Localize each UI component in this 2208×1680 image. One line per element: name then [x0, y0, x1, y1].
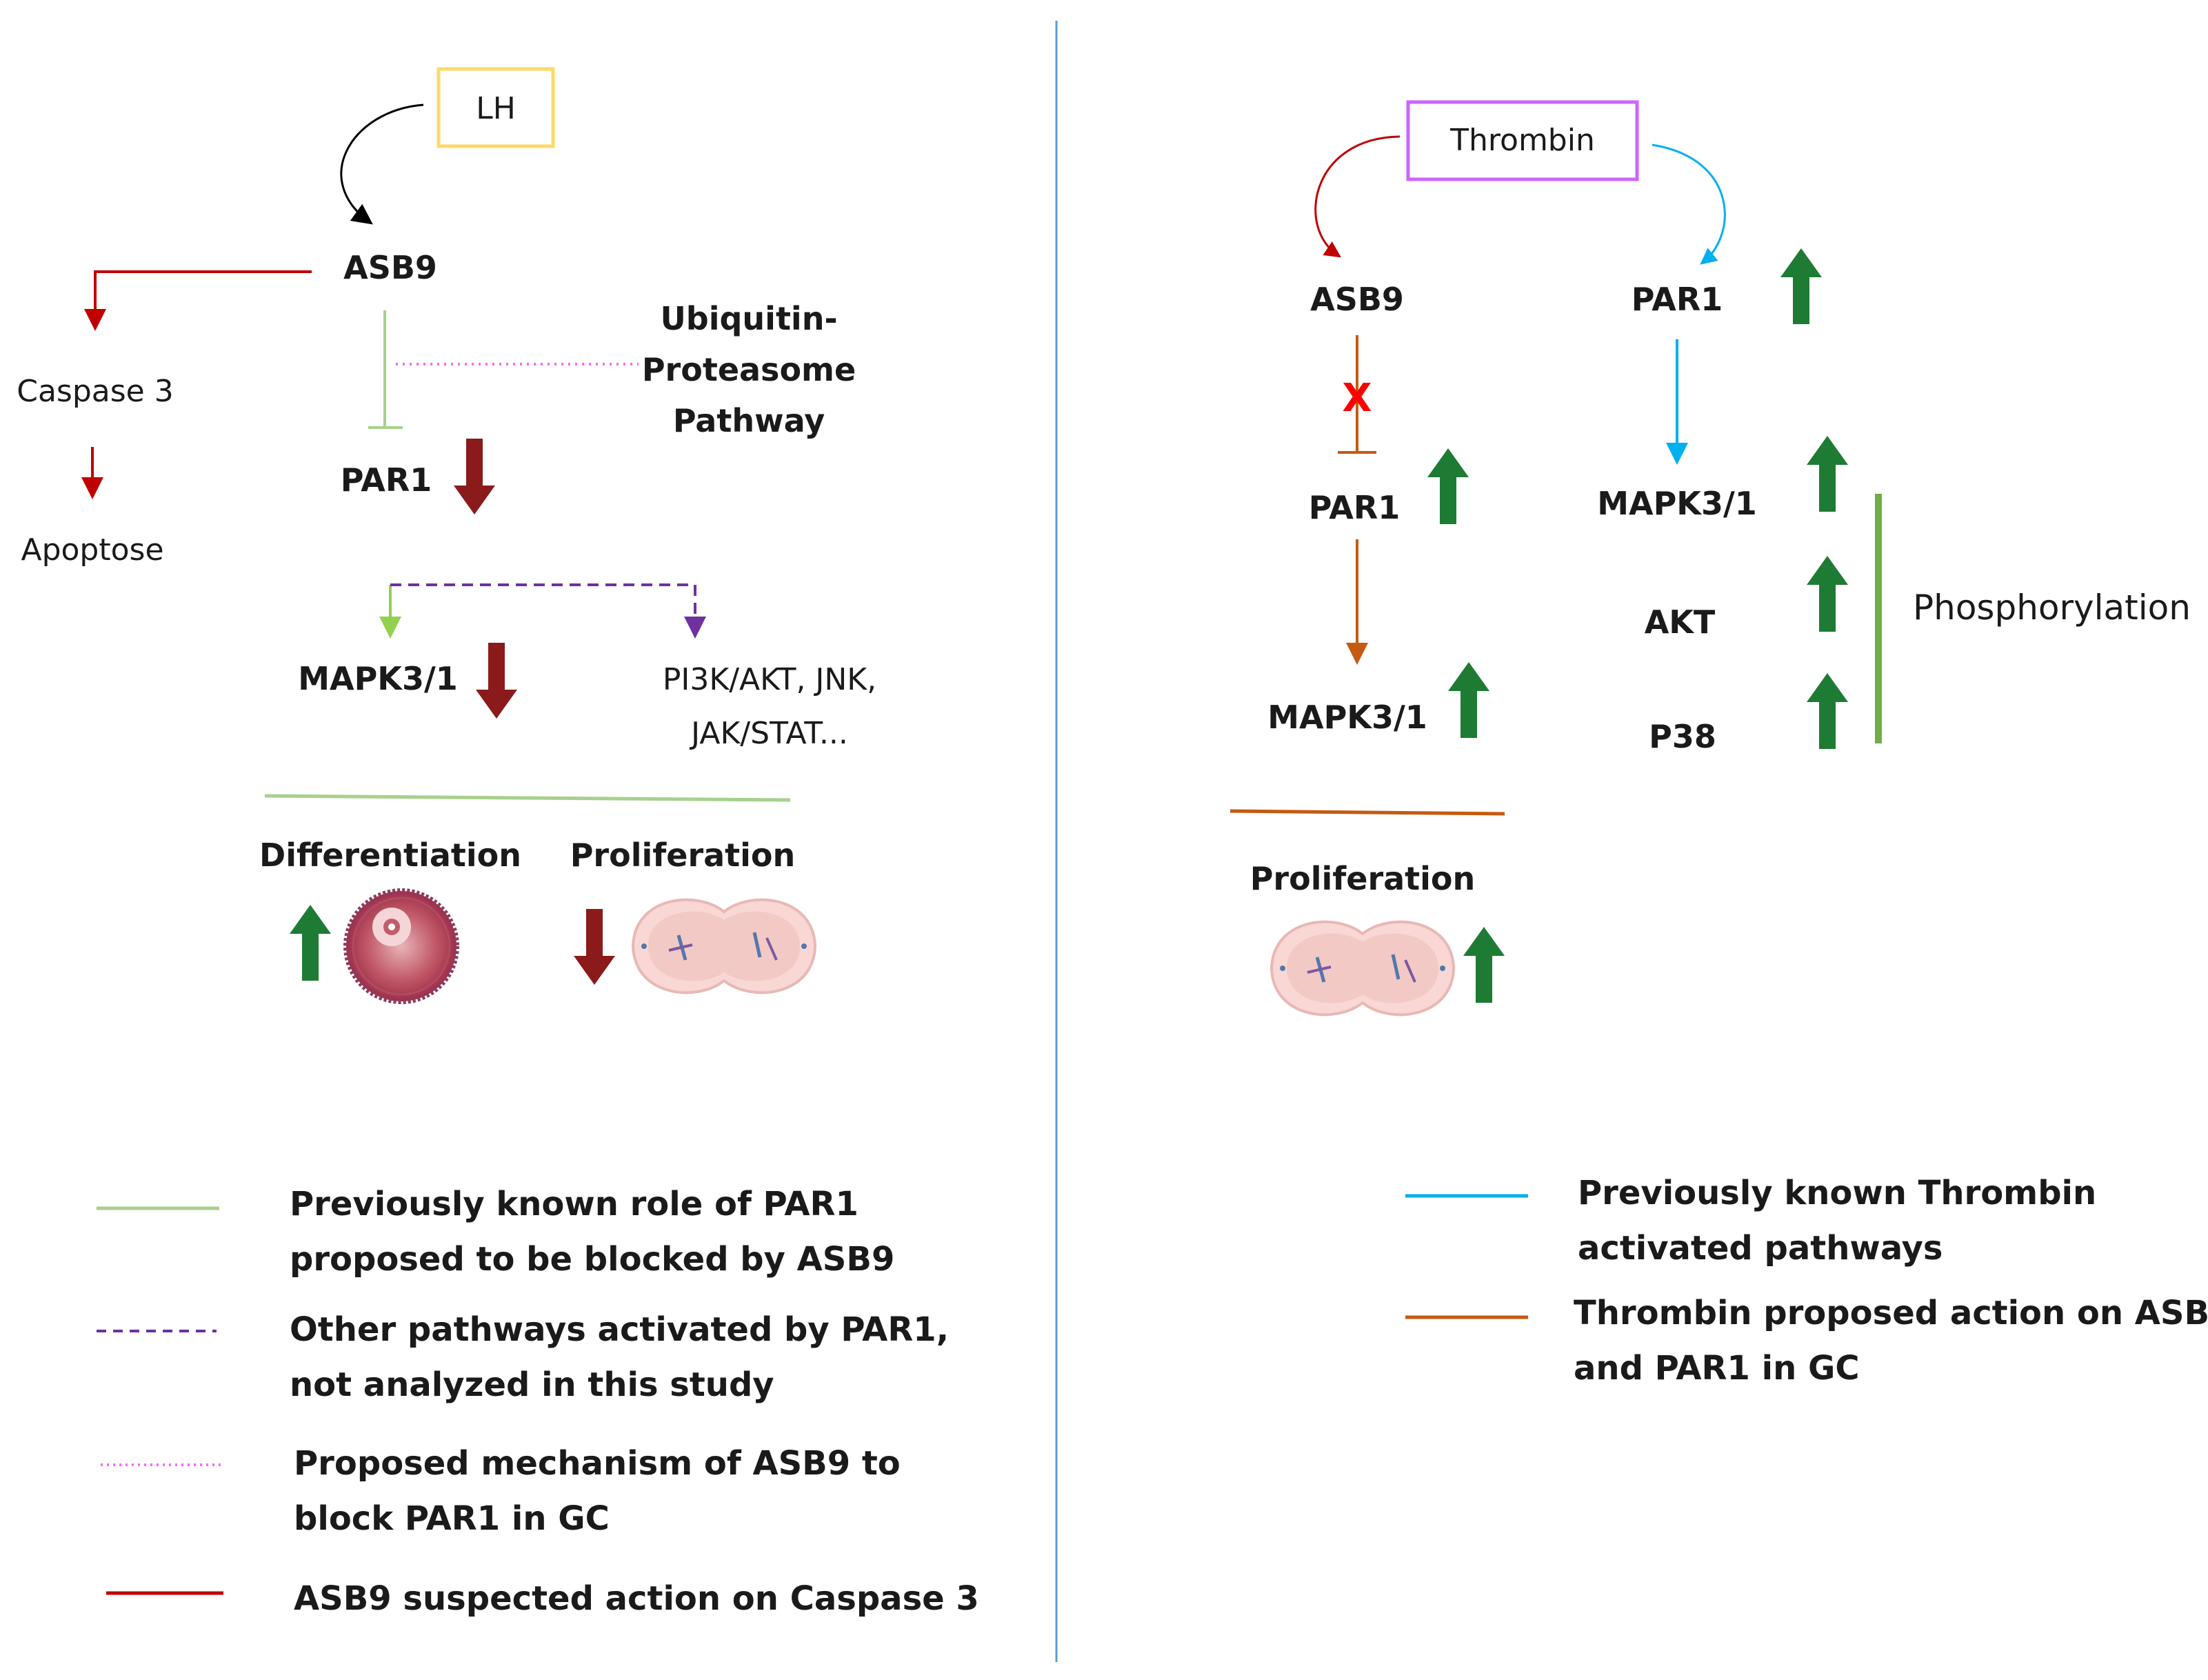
- legend-green-line-1: Previously known role of PAR1: [290, 1185, 859, 1223]
- left-mapk-down-arrow: [476, 643, 517, 719]
- legend-orange-line-2: and PAR1 in GC: [1574, 1349, 1860, 1388]
- legend-blue-line-1: Previously known Thrombin: [1578, 1174, 2096, 1212]
- phosphorylation-label: Phosphorylation: [1913, 588, 2191, 628]
- right-asb9-label: ASB9: [1310, 281, 1404, 318]
- right-mapk-left-up-arrow: [1448, 662, 1489, 738]
- ubiquitin-line-3: Pathway: [673, 402, 825, 439]
- left-asb9-label: ASB9: [343, 249, 437, 286]
- right-proliferation-up-arrow: [1463, 927, 1505, 1003]
- other-pathways-line-2: JAK/STAT...: [689, 716, 848, 751]
- lh-to-asb9-arrow: [340, 103, 424, 225]
- left-mapk-label: MAPK3/1: [298, 660, 458, 697]
- caspase-label: Caspase 3: [17, 374, 173, 409]
- right-outcome-separator: [1230, 809, 1505, 816]
- left-dividing-cell-icon: [631, 898, 817, 994]
- right-panel: Thrombin ASB9 PAR1 X PAR1 MAPK3/1 MAPK3/…: [1230, 100, 2208, 1388]
- legend-orange-line-1: Thrombin proposed action on ASB9: [1574, 1294, 2208, 1332]
- ubiquitin-line-1: Ubiquitin-: [660, 300, 837, 337]
- right-par1-mid-up-arrow: [1427, 448, 1469, 524]
- legend-blue-line-2: activated pathways: [1578, 1229, 1943, 1268]
- right-par1-top-up-arrow: [1780, 248, 1822, 324]
- right-mapk-left-label: MAPK3/1: [1267, 699, 1427, 736]
- right-legend: Previously known Thrombin activated path…: [1405, 1174, 2208, 1388]
- legend-purple-line-2: not analyzed in this study: [290, 1366, 774, 1404]
- left-proliferation-label: Proliferation: [570, 837, 796, 874]
- p38-label: P38: [1649, 718, 1716, 755]
- left-par1-label: PAR1: [341, 461, 432, 499]
- legend-purple-line-1: Other pathways activated by PAR1,: [290, 1310, 949, 1349]
- legend-green-line-2: proposed to be blocked by ASB9: [290, 1240, 894, 1279]
- right-mapk-right-up-arrow: [1807, 436, 1848, 512]
- thrombin-label: Thrombin: [1449, 123, 1595, 158]
- right-par1-top-label: PAR1: [1632, 281, 1723, 318]
- akt-up-arrow: [1807, 556, 1848, 632]
- legend-red-line-1: ASB9 suspected action on Caspase 3: [294, 1579, 979, 1618]
- left-proliferation-down-arrow: [574, 909, 615, 985]
- right-par1-mid-label: PAR1: [1309, 489, 1401, 526]
- differentiated-cell-icon: [343, 888, 459, 1004]
- differentiation-label: Differentiation: [259, 837, 521, 874]
- par1-branch-purple: [390, 583, 706, 639]
- differentiation-up-arrow: [290, 905, 331, 981]
- p38-up-arrow: [1807, 673, 1848, 749]
- thrombin-to-asb9-arrow: [1314, 135, 1401, 258]
- left-par1-down-arrow: [454, 439, 495, 514]
- left-outcome-separator: [264, 794, 791, 802]
- ubiquitin-line-2: Proteasome: [642, 351, 856, 388]
- thrombin-box: [1406, 100, 1639, 181]
- asb9-to-caspase-arrow: [84, 270, 312, 331]
- thrombin-to-par1-arrow: [1652, 143, 1726, 265]
- akt-label: AKT: [1645, 603, 1716, 641]
- right-proliferation-label: Proliferation: [1250, 860, 1476, 897]
- lh-box: [436, 67, 555, 148]
- blocked-mark: X: [1342, 376, 1372, 421]
- lh-label: LH: [476, 91, 516, 126]
- right-mapk-right-label: MAPK3/1: [1597, 485, 1757, 522]
- left-panel: LH ASB9 Caspase 3 Apoptose Ubiquitin- Pr…: [17, 67, 979, 1618]
- right-dividing-cell-icon: [1269, 920, 1456, 1017]
- left-legend: Previously known role of PAR1 proposed t…: [97, 1185, 979, 1618]
- legend-pink-line-1: Proposed mechanism of ASB9 to: [294, 1444, 901, 1483]
- other-pathways-line-1: PI3K/AKT, JNK,: [663, 662, 876, 697]
- apoptose-label: Apoptose: [21, 532, 163, 568]
- legend-pink-line-2: block PAR1 in GC: [294, 1499, 610, 1538]
